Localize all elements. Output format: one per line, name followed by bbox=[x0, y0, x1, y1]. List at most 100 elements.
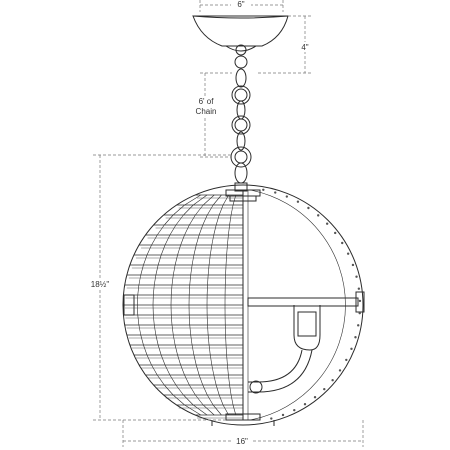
overall-width-dimension: 16" bbox=[122, 420, 364, 447]
back-texture-dot bbox=[357, 324, 360, 327]
glass-panel-grid bbox=[123, 194, 243, 419]
glass-panel-line bbox=[174, 344, 178, 356]
glass-panel-line bbox=[164, 214, 174, 226]
glass-panel-line bbox=[170, 284, 173, 296]
chain-length-label-line2: Chain bbox=[196, 107, 217, 116]
glass-panel-line bbox=[208, 344, 211, 356]
glass-panel-line bbox=[177, 244, 181, 256]
back-texture-dot bbox=[325, 222, 329, 225]
glass-panel-line bbox=[190, 334, 193, 346]
back-texture-dot bbox=[341, 241, 344, 245]
glass-panel-line bbox=[169, 224, 177, 236]
glass-panel-line bbox=[169, 374, 177, 386]
glass-panel-line bbox=[140, 264, 144, 276]
globe bbox=[122, 184, 365, 426]
glass-panel-line bbox=[193, 244, 197, 256]
canopy-height-label: 4" bbox=[301, 43, 308, 52]
back-texture-dot bbox=[350, 347, 353, 351]
back-texture-dot bbox=[303, 403, 307, 406]
glass-panel-line bbox=[160, 354, 166, 366]
back-texture-dot bbox=[351, 263, 355, 267]
glass-panel-line bbox=[146, 244, 152, 256]
glass-panel-line bbox=[218, 204, 224, 216]
glass-panel-line bbox=[211, 364, 215, 376]
glass-panel-line bbox=[218, 394, 224, 406]
glass-panel-line bbox=[215, 384, 220, 396]
canopy-width-label: 6" bbox=[237, 0, 244, 9]
chain-length-dimension: 6' of Chain bbox=[192, 72, 232, 158]
chain bbox=[230, 55, 252, 192]
back-texture-dot bbox=[317, 214, 320, 217]
glass-panel-line bbox=[228, 374, 230, 386]
glass-panel-line bbox=[195, 204, 204, 216]
glass-panel-line bbox=[207, 264, 210, 276]
glass-panel-line bbox=[230, 204, 234, 216]
glass-panel-line bbox=[184, 194, 201, 206]
glass-panel-line bbox=[232, 404, 237, 416]
glass-panel-line bbox=[193, 354, 197, 366]
glass-panel-line bbox=[184, 404, 201, 416]
glass-panel-line bbox=[229, 384, 232, 396]
back-texture-dot bbox=[358, 311, 361, 315]
glass-panel-line bbox=[171, 274, 174, 286]
back-texture-dot bbox=[346, 252, 350, 255]
glass-panel-line bbox=[155, 334, 159, 346]
glass-panel-line bbox=[177, 354, 181, 366]
glass-panel-line bbox=[222, 194, 229, 206]
canopy-width-dimension: 6" bbox=[199, 0, 284, 12]
glass-panel-line bbox=[228, 224, 230, 236]
glass-panel-line bbox=[146, 354, 152, 366]
glass-panel-line bbox=[140, 334, 144, 346]
back-texture-dot bbox=[293, 408, 296, 412]
back-texture-dot bbox=[307, 206, 310, 210]
glass-panel-line bbox=[209, 244, 213, 256]
glass-panel-line bbox=[209, 354, 213, 366]
glass-panel-line bbox=[153, 314, 155, 326]
glass-panel-line bbox=[157, 254, 162, 266]
glass-panel-line bbox=[207, 394, 214, 406]
glass-panel-line bbox=[222, 404, 229, 416]
glass-panel-line bbox=[202, 194, 215, 206]
back-texture-dot bbox=[296, 200, 300, 203]
glass-panel-line bbox=[198, 224, 204, 236]
glass-panel-line bbox=[189, 274, 192, 286]
back-texture-dot bbox=[270, 417, 273, 420]
glass-panel-line bbox=[207, 204, 214, 216]
glass-panel-line bbox=[226, 354, 228, 366]
chain-length-label-line1: 6' of bbox=[199, 97, 215, 106]
glass-panel-line bbox=[143, 254, 148, 266]
glass-panel-line bbox=[189, 324, 192, 336]
glass-panel-line bbox=[227, 364, 229, 376]
glass-panel-line bbox=[153, 284, 155, 296]
glass-panel-line bbox=[198, 374, 204, 386]
back-texture-dot bbox=[333, 231, 337, 235]
glass-panel-line bbox=[164, 364, 171, 376]
glass-panel-line bbox=[230, 394, 234, 406]
glass-panel-line bbox=[225, 344, 227, 356]
glass-panel-line bbox=[207, 334, 210, 346]
glass-panel-line bbox=[172, 204, 185, 216]
glass-panel-line bbox=[183, 204, 194, 216]
glass-panel-line bbox=[175, 384, 184, 396]
glass-panel-line bbox=[180, 364, 185, 376]
glass-panel-line bbox=[180, 234, 185, 246]
glass-panel-line bbox=[226, 244, 228, 256]
back-texture-dot bbox=[285, 195, 289, 198]
glass-panel-line bbox=[193, 404, 208, 416]
back-texture-dot bbox=[345, 358, 348, 362]
glass-panel-line bbox=[188, 314, 191, 326]
back-texture-dot bbox=[355, 275, 358, 278]
glass-panel-line bbox=[174, 254, 178, 266]
glass-panel-line bbox=[202, 384, 208, 396]
glass-panel-line bbox=[137, 284, 140, 296]
glass-panel-line bbox=[153, 274, 157, 286]
overall-height-label: 18½" bbox=[91, 280, 110, 289]
glass-panel-line bbox=[195, 234, 200, 246]
back-texture-dot bbox=[357, 287, 361, 290]
glass-panel-line bbox=[137, 314, 140, 326]
glass-panel-line bbox=[138, 324, 142, 336]
glass-panel-line bbox=[153, 324, 157, 336]
glass-panel-line bbox=[156, 374, 165, 386]
glass-panel-line bbox=[151, 364, 158, 376]
canopy bbox=[192, 15, 289, 56]
